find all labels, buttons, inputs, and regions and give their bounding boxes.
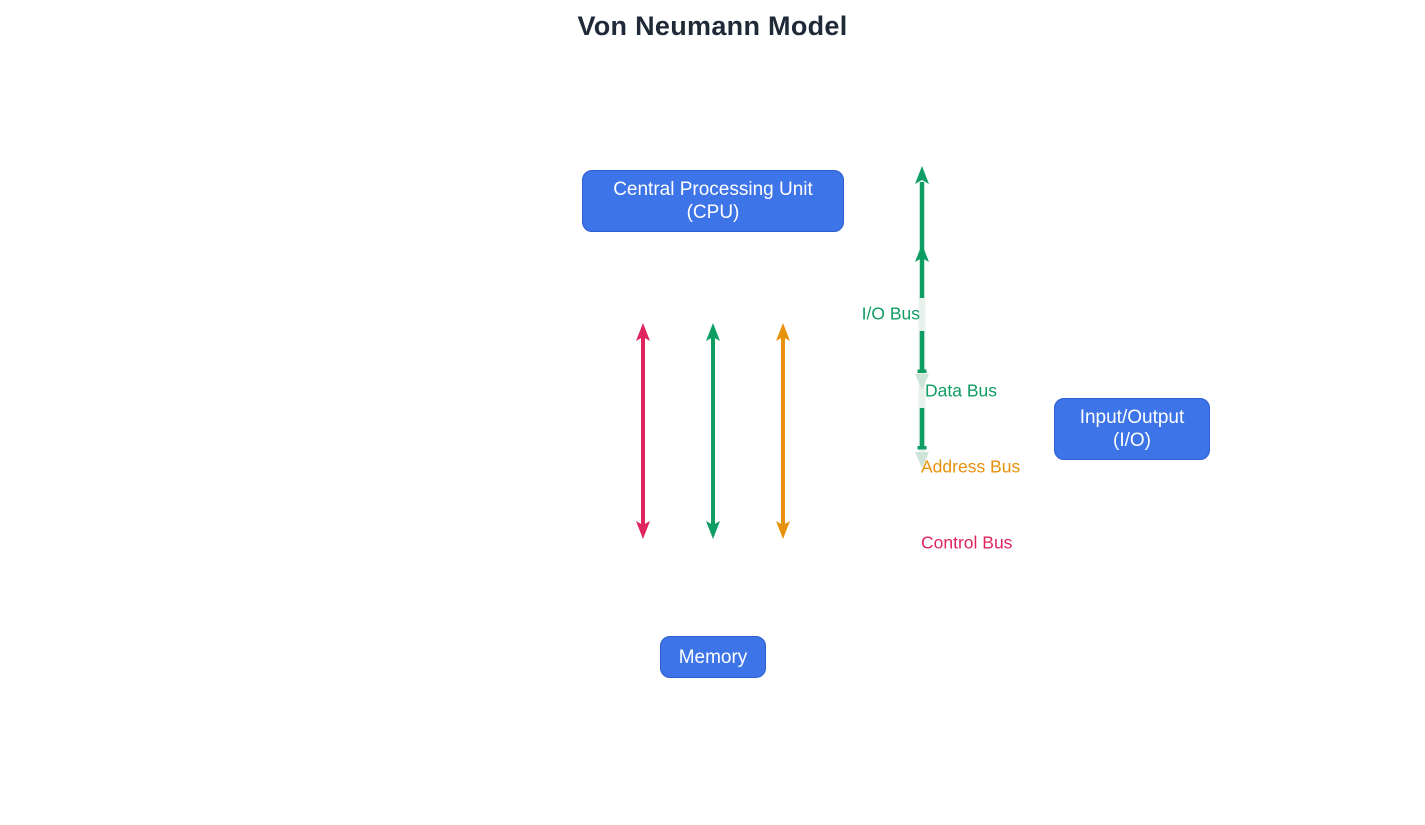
arrowhead-down-icon [636,521,650,539]
io-bus-line [915,166,929,468]
arrowhead-up-icon [915,166,929,184]
arrowhead-up-icon [776,323,790,341]
cpu-node-label-line2: (CPU) [686,202,740,223]
page-title: Von Neumann Model [577,11,848,41]
control-bus-label: Control Bus [921,532,1013,553]
ghost-arrowhead-down-icon [915,452,929,468]
arrowhead-down-icon [776,521,790,539]
bus-end-cap [917,446,927,450]
bus-end-cap [917,369,927,373]
address-bus-label: Address Bus [921,456,1021,477]
arrowhead-up-icon [915,244,929,262]
io-node-label-line2: (I/O) [1113,430,1151,451]
data-bus-label: Data Bus [925,380,997,401]
io-node: Input/Output (I/O) [1054,398,1210,460]
memory-node-label: Memory [678,646,748,668]
ghost-arrowhead-down-icon [915,374,929,390]
arrowhead-up-icon [636,323,650,341]
cpu-node-label-line1: Central Processing Unit [613,179,813,200]
arrowhead-down-icon [706,521,720,539]
address-bus-arrow [776,323,790,539]
data-bus-arrow [706,323,720,539]
cpu-node: Central Processing Unit (CPU) [582,170,844,232]
io-bus-label: I/O Bus [861,303,920,324]
memory-node: Memory [660,636,766,678]
arrowhead-up-icon [706,323,720,341]
io-node-label-line1: Input/Output [1079,407,1185,428]
control-bus-arrow [636,323,650,539]
